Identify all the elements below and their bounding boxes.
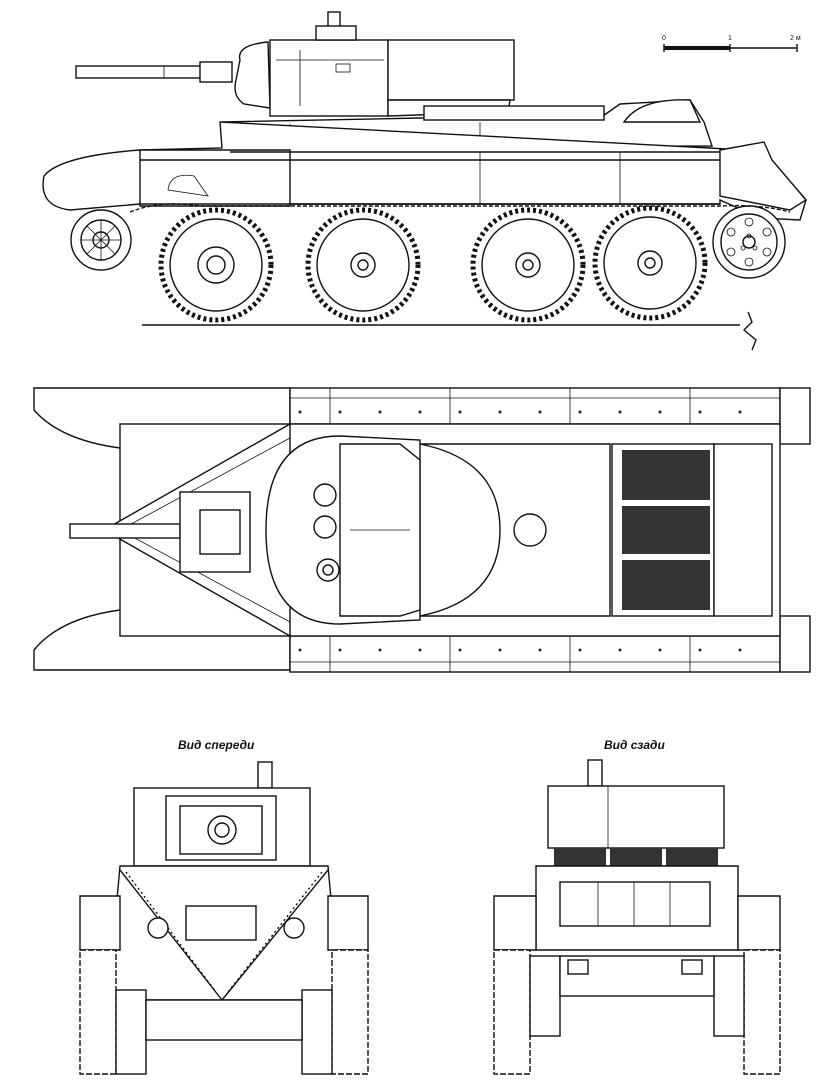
engine-grille: [611, 443, 773, 617]
scale-tick-0: 0: [662, 35, 666, 42]
road-wheels: [158, 205, 708, 323]
front-view: [79, 761, 369, 1075]
main-gun: [75, 61, 233, 83]
scale-bar: 0 1 2 м: [662, 35, 801, 52]
road-wheel-4: [592, 205, 708, 321]
scale-tick-1: 1: [728, 35, 732, 42]
rivets-top: [298, 410, 742, 652]
front-view-caption: Вид спереди: [178, 738, 255, 752]
road-wheel-1: [158, 207, 274, 323]
turret-top: [265, 435, 611, 625]
rear-sprocket: [712, 205, 786, 279]
road-wheel-2: [305, 207, 421, 323]
rear-grilles: [554, 848, 718, 866]
track-cover-segments: [329, 388, 691, 672]
scale-tick-2: 2 м: [790, 35, 801, 42]
lower-hull: [42, 121, 808, 221]
top-view: [33, 387, 811, 673]
side-view: [42, 11, 808, 351]
front-idler: [70, 209, 132, 271]
rear-view-caption: Вид сзади: [604, 738, 665, 752]
turret: [234, 11, 515, 117]
road-wheel-3: [470, 207, 586, 323]
rear-view: [493, 759, 781, 1075]
